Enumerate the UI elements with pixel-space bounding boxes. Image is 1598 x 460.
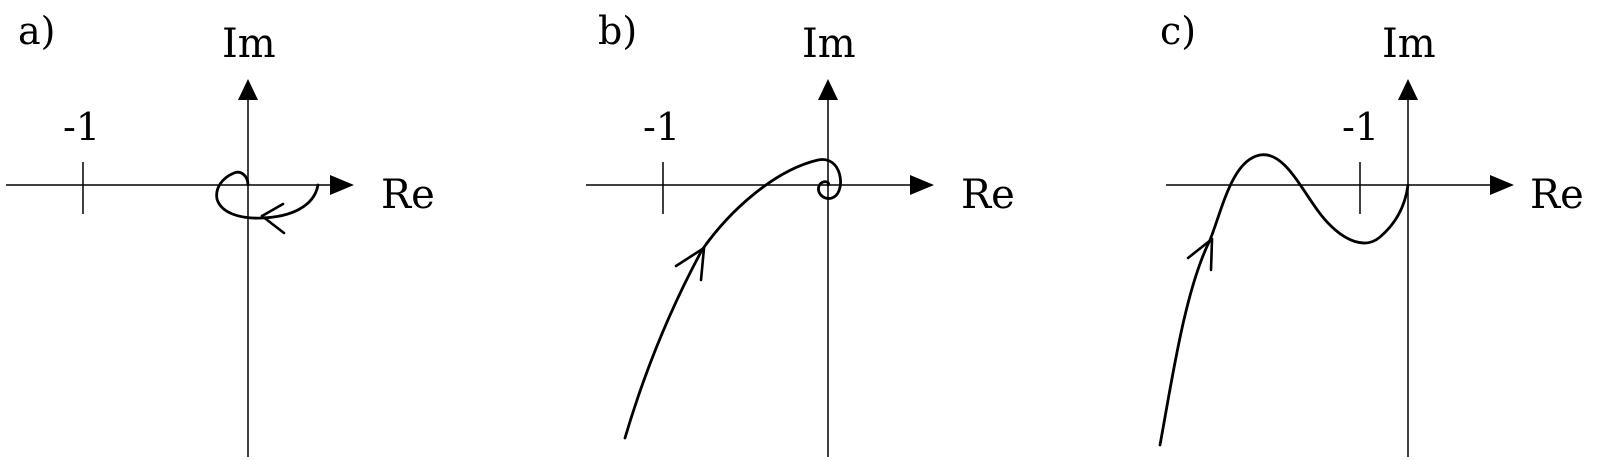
nyquist-curve [215, 170, 320, 220]
real-axis-label: Re [1530, 172, 1584, 218]
direction-arrow [1186, 237, 1214, 272]
panel-a: a) Im Re -1 [0, 0, 460, 460]
real-axis-label: Re [381, 172, 435, 218]
tick-label: -1 [1342, 105, 1380, 149]
tick-label: -1 [643, 105, 681, 149]
real-axis [586, 175, 934, 195]
imaginary-axis [1398, 79, 1418, 457]
nyquist-curve [623, 158, 842, 440]
panel-b-plot [586, 79, 934, 457]
panel-a-plot [6, 79, 354, 457]
imaginary-axis [238, 79, 258, 457]
imaginary-axis-label: Im [222, 21, 276, 67]
panel-c: c) Im Re -1 [1158, 0, 1598, 460]
panel-c-plot [1158, 79, 1514, 457]
panel-b: b) Im Re -1 [580, 0, 1040, 460]
tick-label: -1 [63, 105, 101, 149]
nyquist-curve [1158, 153, 1410, 447]
panel-label: c) [1160, 9, 1197, 53]
imaginary-axis-label: Im [1382, 21, 1436, 67]
panel-label: a) [18, 9, 56, 53]
real-axis [1166, 175, 1514, 195]
real-axis [6, 175, 354, 195]
panel-label: b) [598, 9, 638, 53]
direction-arrow [674, 246, 706, 282]
real-axis-label: Re [961, 172, 1015, 218]
imaginary-axis-label: Im [802, 21, 856, 67]
direction-arrow [260, 202, 286, 235]
imaginary-axis [818, 79, 838, 457]
